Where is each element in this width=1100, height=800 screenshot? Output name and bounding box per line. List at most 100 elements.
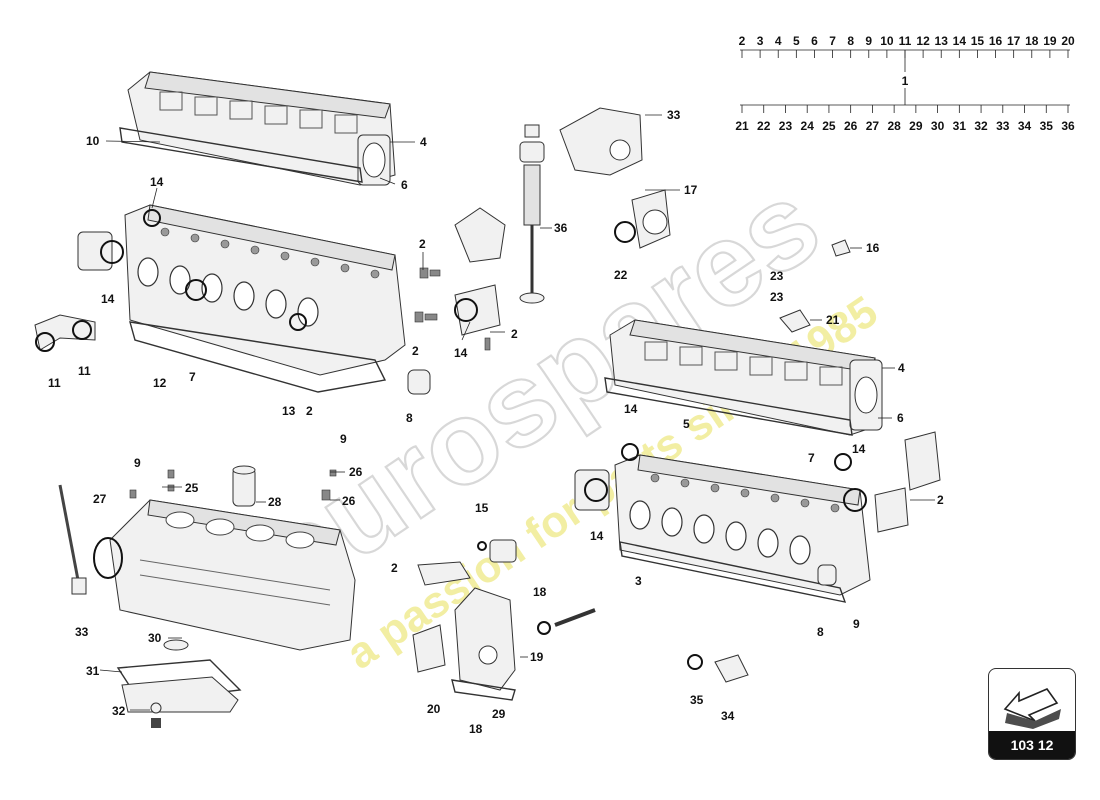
ruler-number: 5 <box>793 34 800 48</box>
ruler-number: 6 <box>811 34 818 48</box>
ruler-number: 7 <box>829 34 836 48</box>
ruler-number: 18 <box>1025 34 1039 48</box>
callout-9[interactable]: 9 <box>853 617 860 631</box>
callout-3[interactable]: 3 <box>635 574 642 588</box>
callout-30[interactable]: 30 <box>148 631 162 645</box>
callout-12[interactable]: 12 <box>153 376 167 390</box>
callout-25[interactable]: 25 <box>185 481 199 495</box>
callout-2[interactable]: 2 <box>419 237 426 251</box>
small-flange-right <box>574 469 610 511</box>
ruler-number: 10 <box>880 34 894 48</box>
callout-21[interactable]: 21 <box>826 313 840 327</box>
ruler-number: 36 <box>1061 119 1075 133</box>
callout-23[interactable]: 23 <box>770 290 784 304</box>
callout-14[interactable]: 14 <box>150 175 164 189</box>
ruler-number: 13 <box>935 34 949 48</box>
callout-11[interactable]: 11 <box>78 364 91 378</box>
ruler-number: 25 <box>822 119 836 133</box>
callout-26[interactable]: 26 <box>349 465 363 479</box>
callout-35[interactable]: 35 <box>690 693 704 707</box>
ruler-number: 11 <box>899 34 912 48</box>
ruler-number: 22 <box>757 119 771 133</box>
ruler-number: 19 <box>1043 34 1057 48</box>
ruler-number: 35 <box>1040 119 1054 133</box>
ruler-number: 2 <box>739 34 746 48</box>
callout-28[interactable]: 28 <box>268 495 282 509</box>
callout-8[interactable]: 8 <box>406 411 413 425</box>
callout-2[interactable]: 2 <box>937 493 944 507</box>
plate-34 <box>714 654 749 683</box>
callout-2[interactable]: 2 <box>391 561 398 575</box>
callout-14[interactable]: 14 <box>852 442 866 456</box>
callout-31[interactable]: 31 <box>86 664 100 678</box>
callout-14[interactable]: 14 <box>590 529 604 543</box>
ruler-number: 23 <box>779 119 793 133</box>
callout-20[interactable]: 20 <box>427 702 441 716</box>
callout-4[interactable]: 4 <box>898 361 905 375</box>
callout-36[interactable]: 36 <box>554 221 568 235</box>
callout-15[interactable]: 15 <box>475 501 489 515</box>
callout-11[interactable]: 11 <box>48 376 61 390</box>
crankcase <box>109 499 356 651</box>
bolt-18 <box>537 608 596 635</box>
callout-27[interactable]: 27 <box>93 492 107 506</box>
ruler-number: 17 <box>1007 34 1021 48</box>
callout-33[interactable]: 33 <box>667 108 681 122</box>
callout-29[interactable]: 29 <box>492 707 506 721</box>
ruler-number: 31 <box>953 119 967 133</box>
water-outlet-flange <box>454 284 501 336</box>
callout-6[interactable]: 6 <box>401 178 408 192</box>
callout-14[interactable]: 14 <box>454 346 468 360</box>
callout-22[interactable]: 22 <box>614 268 628 282</box>
callout-14[interactable]: 14 <box>101 292 115 306</box>
callout-14[interactable]: 14 <box>624 402 638 416</box>
callout-4[interactable]: 4 <box>420 135 427 149</box>
callout-33[interactable]: 33 <box>75 625 89 639</box>
callout-16[interactable]: 16 <box>866 241 880 255</box>
ruler-number: 3 <box>757 34 764 48</box>
ruler-number: 29 <box>909 119 923 133</box>
callout-34[interactable]: 34 <box>721 709 735 723</box>
ruler-number: 9 <box>865 34 872 48</box>
callout-2[interactable]: 2 <box>412 344 419 358</box>
cap-35 <box>687 654 703 670</box>
ruler-number: 24 <box>801 119 815 133</box>
callout-18[interactable]: 18 <box>469 722 483 736</box>
pipe-fittings-left <box>34 314 96 352</box>
ruler-center-number: 1 <box>902 74 909 88</box>
timing-cover <box>451 587 516 701</box>
callout-9[interactable]: 9 <box>340 432 347 446</box>
callout-5[interactable]: 5 <box>683 417 690 431</box>
rear-seal-27 <box>93 537 123 579</box>
callout-2[interactable]: 2 <box>306 404 313 418</box>
cover-20 <box>412 624 446 673</box>
callout-6[interactable]: 6 <box>897 411 904 425</box>
o-ring-14d <box>621 443 639 461</box>
callout-10[interactable]: 10 <box>86 134 100 148</box>
ruler-number: 34 <box>1018 119 1032 133</box>
callout-8[interactable]: 8 <box>817 625 824 639</box>
callout-7[interactable]: 7 <box>808 451 815 465</box>
callout-18[interactable]: 18 <box>533 585 547 599</box>
ruler-number: 28 <box>887 119 901 133</box>
cam-cover-gasket-right <box>604 377 853 436</box>
ruler-number: 20 <box>1061 34 1075 48</box>
callout-13[interactable]: 13 <box>282 404 296 418</box>
callout-2[interactable]: 2 <box>511 327 518 341</box>
gasket-30 <box>163 639 189 651</box>
callout-17[interactable]: 17 <box>684 183 698 197</box>
callout-26[interactable]: 26 <box>342 494 356 508</box>
ruler-number: 8 <box>847 34 854 48</box>
cam-cover-right <box>609 319 883 436</box>
page-nav-button[interactable]: 103 12 <box>988 668 1076 760</box>
cylinder-head-right <box>614 454 871 596</box>
callout-7[interactable]: 7 <box>189 370 196 384</box>
callout-32[interactable]: 32 <box>112 704 126 718</box>
ruler-number: 32 <box>974 119 988 133</box>
callout-23[interactable]: 23 <box>770 269 784 283</box>
callout-19[interactable]: 19 <box>530 650 544 664</box>
callout-9[interactable]: 9 <box>134 456 141 470</box>
water-outlet-right <box>843 431 941 533</box>
